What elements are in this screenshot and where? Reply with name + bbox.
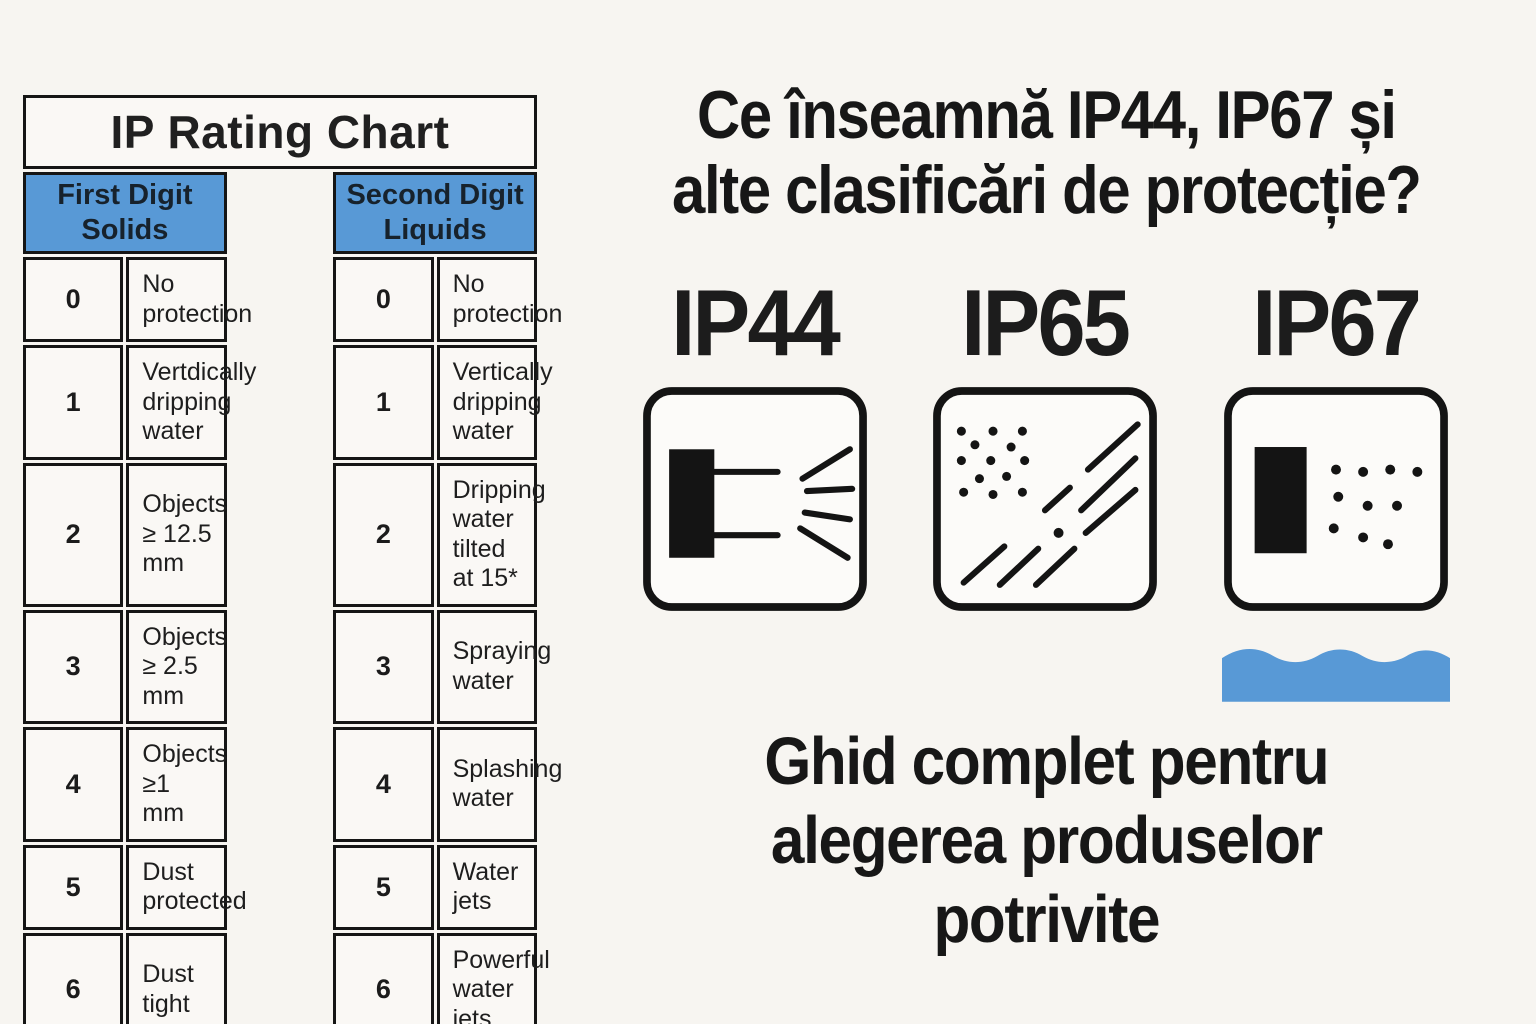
dust-dots [956, 426, 1030, 499]
dust-tight-immersion-icon [1224, 386, 1448, 611]
rating-ip65: IP65 [932, 269, 1158, 612]
digit-cell: 0 [333, 257, 434, 342]
column-gap [230, 463, 330, 607]
description-cell: No protection [436, 257, 562, 342]
digit-cell: 4 [23, 727, 124, 842]
explainer-panel: Ce înseamnă IP44, IP67 și alte clasifică… [556, 0, 1536, 1024]
ratings-row: IP44 IP65 [642, 269, 1450, 702]
description-cell: Objects ≥1 mm [126, 727, 227, 842]
description-cell: Vertdically dripping water [126, 345, 256, 460]
column-gap [230, 933, 330, 1024]
digit-cell: 3 [333, 609, 434, 724]
rating-label-ip65: IP65 [961, 269, 1132, 375]
digit-cell: 6 [333, 932, 434, 1024]
digit-cell: 1 [23, 345, 124, 460]
digit-cell: 5 [23, 844, 124, 930]
description-cell: Water jets [436, 844, 537, 930]
description-cell: Spraying water [436, 609, 551, 724]
description-cell: No protection [126, 257, 252, 342]
digit-cell: 0 [23, 257, 124, 342]
column-gap [230, 172, 330, 254]
description-cell: Objects ≥ 12.5 mm [126, 462, 227, 607]
digit-cell: 4 [333, 727, 434, 842]
rating-label-ip44: IP44 [671, 269, 842, 375]
dust-dots [1328, 464, 1423, 549]
enclosure-water-spray-icon [643, 386, 867, 611]
digit-cell: 6 [23, 932, 124, 1024]
rating-ip44: IP44 [642, 269, 868, 612]
description-cell: Dust tight [126, 932, 227, 1024]
column-gap [230, 610, 330, 725]
digit-cell: 2 [23, 462, 124, 607]
description-cell: Dripping water tilted at 15* [436, 462, 546, 607]
table-title: IP Rating Chart [23, 95, 537, 169]
ip-rating-table: IP Rating Chart First Digit Solids Secon… [20, 92, 562, 1024]
digit-cell: 2 [333, 462, 434, 607]
headline: Ce înseamnă IP44, IP67 și alte clasifică… [671, 77, 1422, 228]
water-jet-lines [960, 420, 1141, 588]
rating-label-ip67: IP67 [1252, 269, 1423, 375]
digit-cell: 5 [333, 844, 434, 930]
column-gap [230, 727, 330, 842]
description-cell: Dust protected [126, 844, 247, 930]
water-wave-shape [1222, 648, 1450, 702]
description-cell: Vertically dripping water [436, 345, 553, 460]
rating-ip67: IP67 [1222, 269, 1450, 702]
description-cell: Objects ≥ 2.5 mm [126, 609, 227, 724]
table-header-row: First Digit Solids Second Digit Liquids [23, 172, 537, 254]
dust-water-jets-icon [933, 386, 1157, 611]
description-cell: Splashing water [436, 727, 562, 842]
column-header-liquids: Second Digit Liquids [333, 172, 537, 254]
digit-cell: 1 [333, 345, 434, 460]
table-title-row: IP Rating Chart [23, 95, 537, 169]
subline: Ghid complet pentru alegerea produselor … [764, 723, 1329, 957]
column-header-solids: First Digit Solids [23, 172, 227, 254]
digit-cell: 3 [23, 609, 124, 724]
description-cell: Powerful water jets [436, 932, 550, 1024]
